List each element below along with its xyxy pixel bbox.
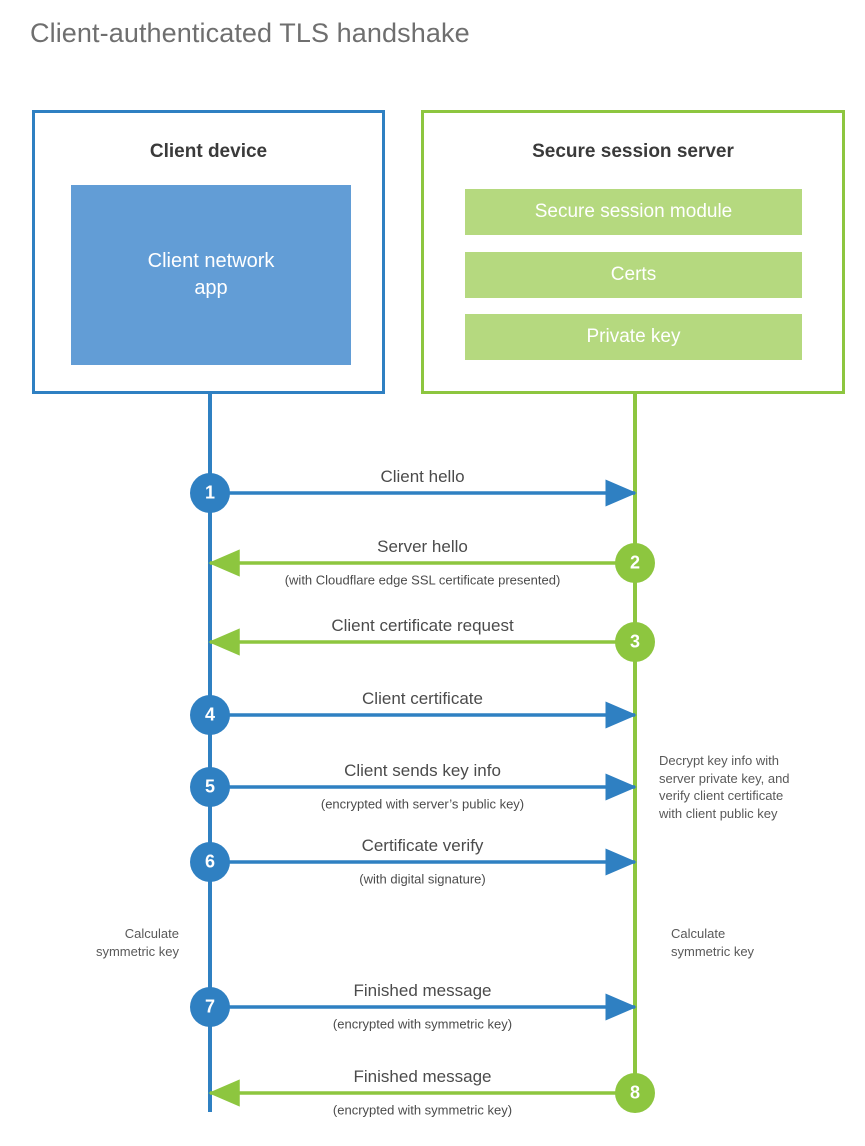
step-circle-3[interactable] (615, 622, 655, 662)
step-circle-1[interactable] (190, 473, 230, 513)
page-title: Client-authenticated TLS handshake (30, 18, 470, 48)
client-network-app-box: Client network app (71, 185, 351, 365)
client-network-app-label: Client network app (147, 250, 275, 299)
client-device-title: Client device (149, 141, 268, 162)
lifelines-group (208, 394, 637, 1112)
step-circle-8[interactable] (615, 1073, 655, 1113)
client-calc-note: Calculate symmetric key (95, 926, 179, 959)
message-label-4: Client certificate (362, 689, 483, 708)
server-decrypt-note: Decrypt key info with server private key… (659, 753, 790, 821)
step-circle-5[interactable] (190, 767, 230, 807)
message-label-1: Client hello (380, 467, 465, 486)
message-sublabel-7: (encrypted with symmetric key) (332, 1016, 513, 1032)
message-sublabel-2: (with Cloudflare edge SSL certificate pr… (284, 572, 561, 588)
server-component-label: Private key (586, 326, 681, 347)
message-arrows-group (208, 479, 637, 1107)
message-label-7: Finished message (353, 981, 492, 1000)
message-label-3: Client certificate request (331, 616, 514, 635)
message-label-2: Server hello (377, 537, 468, 556)
step-markers-group (190, 473, 655, 1113)
server-component-private-key: Private key (465, 314, 802, 360)
step-circle-6[interactable] (190, 842, 230, 882)
server-component-label: Certs (610, 264, 657, 285)
message-sublabel-6: (with digital signature) (359, 871, 486, 887)
server-component-secure-session-module: Secure session module (465, 189, 802, 235)
message-label-5: Client sends key info (344, 761, 501, 780)
server-component-label: Secure session module (534, 201, 733, 222)
message-sublabel-8: (encrypted with symmetric key) (332, 1102, 513, 1118)
server-component-certs: Certs (465, 252, 802, 298)
message-sublabel-5: (encrypted with server’s public key) (320, 796, 525, 812)
secure-session-server-title: Secure session server (532, 141, 734, 162)
step-circle-4[interactable] (190, 695, 230, 735)
step-circle-7[interactable] (190, 987, 230, 1027)
secure-session-server-panel: Secure session server Secure session mod… (421, 110, 845, 394)
message-label-8: Finished message (353, 1067, 492, 1086)
message-label-6: Certificate verify (361, 836, 484, 855)
step-circle-2[interactable] (615, 543, 655, 583)
client-device-panel: Client device Client network app (32, 110, 385, 394)
server-calc-note: Calculate symmetric key (671, 926, 755, 959)
